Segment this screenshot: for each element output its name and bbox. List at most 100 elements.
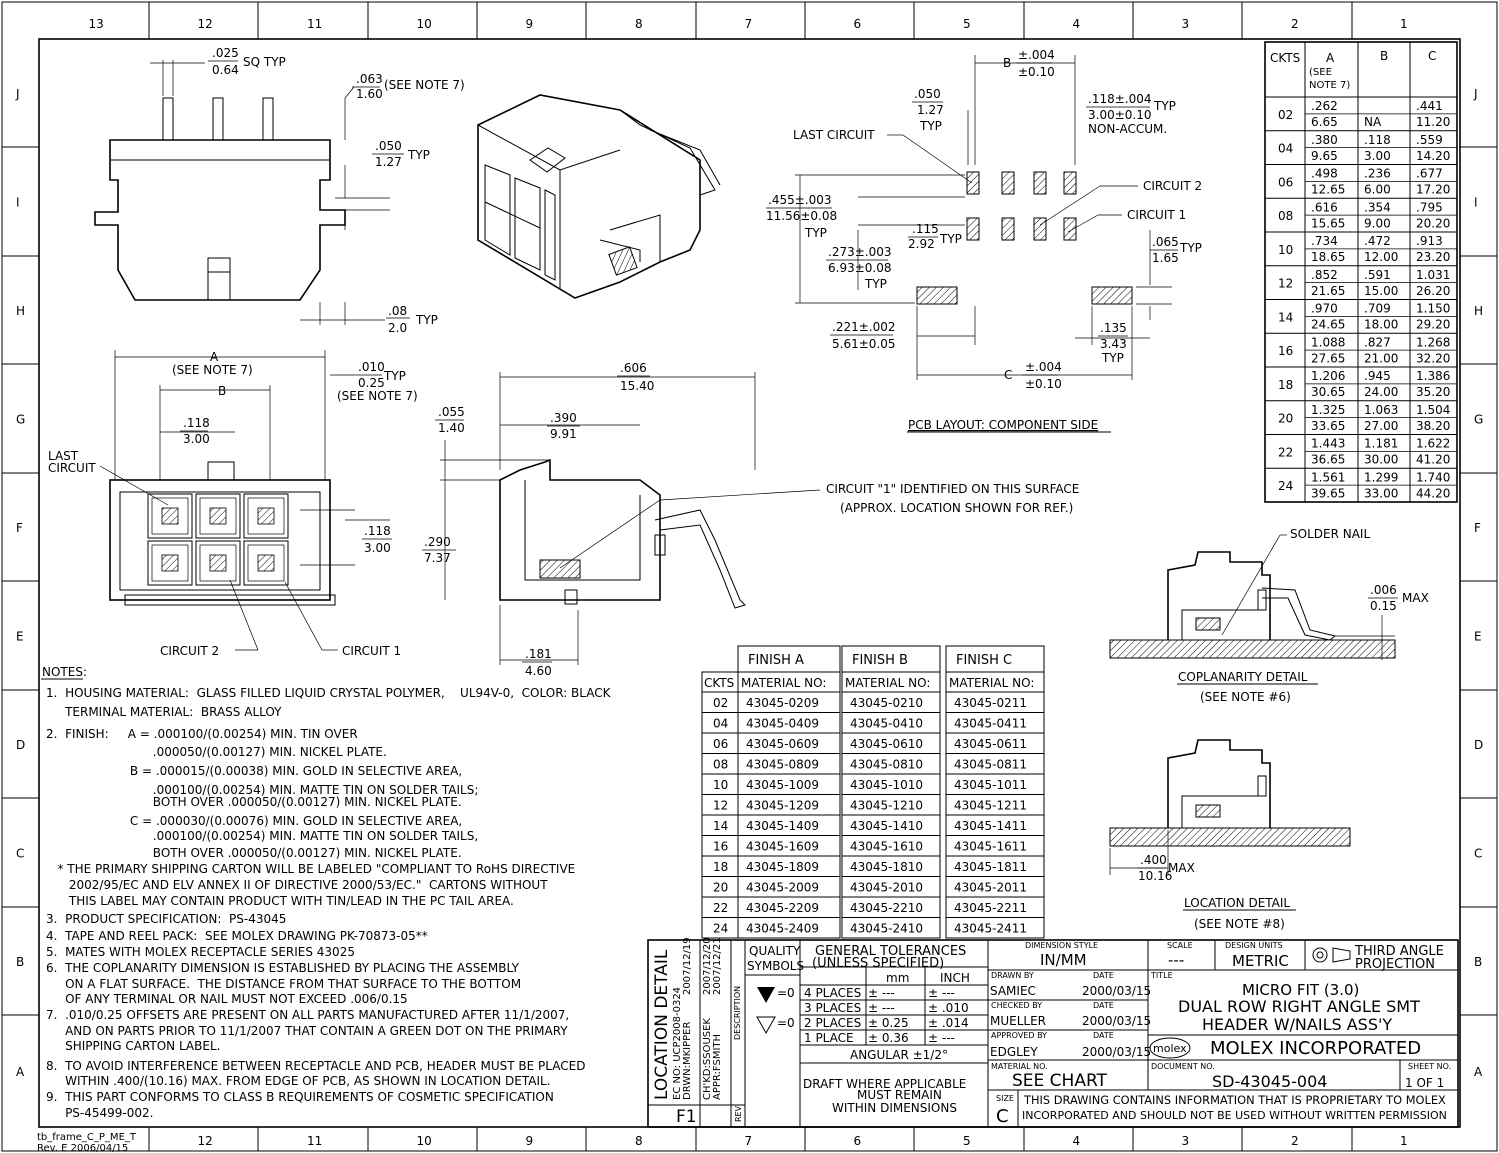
bottom-zone-6: 6 (854, 1134, 862, 1148)
dim-b-mm: 15.00 (1364, 284, 1398, 298)
top-zone-11: 11 (307, 17, 322, 31)
dim-ckts: 16 (1278, 344, 1293, 358)
iso-view (477, 94, 721, 299)
svg-text:4 PLACES: 4 PLACES (804, 986, 861, 1000)
copl-max-note: MAX (1402, 591, 1429, 605)
dim-c-in: .677 (1416, 167, 1443, 181)
tb-draft2: MUST REMAIN (857, 1088, 942, 1102)
dim-ckts: 18 (1278, 378, 1293, 392)
dim-table-header-a: A (1326, 51, 1335, 65)
note-line: OF ANY TERMINAL OR NAIL MUST NOT EXCEED … (46, 992, 408, 1006)
dim-b-mm: 6.00 (1364, 183, 1391, 197)
tb-location-detail: LOCATION DETAIL (652, 949, 672, 1100)
front-tol: .010 (358, 360, 385, 374)
tb-date-label-1: DATE (1093, 971, 1114, 980)
tail-dim: .063 (356, 72, 383, 86)
loc-dim-mm: 10.16 (1138, 869, 1172, 883)
svg-text:± ---: ± --- (868, 1001, 895, 1015)
mat-col-material: MATERIAL NO: (741, 676, 826, 690)
front-row-pitch: .118 (364, 524, 391, 538)
bottom-zone-7: 7 (745, 1134, 753, 1148)
pcb-b-tol: ±.004 (1018, 48, 1055, 62)
front-row-pitch-mm: 3.00 (364, 541, 391, 555)
top-zone-5: 5 (963, 17, 971, 31)
pcb-pad (1033, 217, 1047, 241)
tb-approved-date: 2000/03/15 (1082, 1045, 1151, 1059)
dim-table-a-note-1: (SEE (1309, 67, 1332, 78)
tb-general-tol: GENERAL TOLERANCES (815, 944, 966, 959)
section-view: .606 15.40 .390 9.91 .055 1.40 .290 7.37… (422, 361, 1079, 678)
svg-text:08: 08 (713, 758, 728, 772)
pcb-noaccum-note: NON-ACCUM. (1088, 122, 1167, 136)
bottom-zone-10: 10 (417, 1134, 432, 1148)
tb-scale: --- (1168, 951, 1184, 969)
dim-a-mm: 12.65 (1311, 183, 1345, 197)
dim-c-mm: 23.20 (1416, 250, 1450, 264)
note-line: 4. TAPE AND REEL PACK: SEE MOLEX DRAWING… (46, 929, 428, 943)
dim-c-in: .441 (1416, 99, 1443, 113)
tb-date-label-2: DATE (1093, 1001, 1114, 1010)
dim-ckts: 14 (1278, 310, 1293, 324)
svg-text:16: 16 (713, 840, 728, 854)
left-zone-D: D (16, 738, 25, 752)
copl-max-dim-mm: 0.15 (1370, 599, 1397, 613)
section-depth-mm: 9.91 (550, 427, 577, 441)
note-line: 5. MATES WITH MOLEX RECEPTACLE SERIES 43… (46, 945, 355, 959)
tb-logo: molex (1153, 1042, 1187, 1055)
pcb-title: PCB LAYOUT: COMPONENT SIDE (908, 418, 1098, 432)
dim-ckts: 04 (1278, 142, 1293, 156)
note-line: WITHIN .400/(10.16) MAX. FROM EDGE OF PC… (46, 1074, 551, 1088)
dim-c-mm: 11.20 (1416, 115, 1450, 129)
tb-checked-label: CHECKED BY (991, 1001, 1042, 1010)
right-zone-H: H (1474, 304, 1483, 318)
tb-draft3: WITHIN DIMENSIONS (832, 1101, 957, 1115)
svg-text:43045-0611: 43045-0611 (954, 737, 1027, 751)
svg-text:43045-1611: 43045-1611 (954, 840, 1027, 854)
dim-b-mm: NA (1364, 115, 1382, 129)
pcb-noaccum: .118±.004 (1088, 92, 1152, 106)
dim-a-in: .498 (1311, 167, 1338, 181)
svg-text:04: 04 (713, 717, 728, 731)
right-zone-D: D (1474, 738, 1483, 752)
svg-text:43045-1410: 43045-1410 (850, 819, 923, 833)
svg-text:43045-1210: 43045-1210 (850, 799, 923, 813)
pcb-pad (1001, 171, 1015, 195)
svg-text:18: 18 (713, 860, 728, 874)
pcb-nail-w: .135 (1100, 321, 1127, 335)
top-zone-9: 9 (526, 17, 534, 31)
tb-material-label: MATERIAL NO. (991, 1062, 1048, 1071)
pin-note: SQ TYP (243, 55, 286, 69)
pcb-pad (966, 217, 980, 241)
dim-a-in: 1.088 (1311, 335, 1345, 349)
cavity (147, 540, 193, 586)
section-circuit-note-2: (APPROX. LOCATION SHOWN FOR REF.) (840, 501, 1073, 515)
dim-a-mm: 39.65 (1311, 486, 1345, 500)
note-line: TERMINAL MATERIAL: BRASS ALLOY (46, 705, 282, 719)
dim-ckts: 22 (1278, 445, 1293, 459)
pcb-pitch-mm: 1.27 (917, 103, 944, 117)
pcb-b-label: B (1003, 56, 1011, 70)
svg-text:43045-2009: 43045-2009 (746, 881, 819, 895)
pcb-c-label: C (1004, 368, 1012, 382)
left-zone-A: A (16, 1065, 25, 1079)
tb-company: MOLEX INCORPORATED (1210, 1038, 1421, 1059)
pcb-pad-w: .065 (1152, 235, 1179, 249)
frame-rev: Rev. E 2006/04/15 (37, 1143, 128, 1153)
tb-sheet: 1 OF 1 (1405, 1076, 1444, 1090)
loc-title: LOCATION DETAIL (1184, 896, 1290, 910)
tb-chkd: CH'KD:SSOUSEK (702, 1018, 713, 1100)
front-tol-note: TYP (383, 369, 406, 383)
right-zone-G: G (1474, 413, 1483, 427)
offset-dim: .050 (375, 139, 402, 153)
pcb-b-tol-mm: ±0.10 (1018, 65, 1055, 79)
svg-text:43045-2211: 43045-2211 (954, 901, 1027, 915)
right-zone-I: I (1474, 196, 1478, 210)
copl-max-dim: .006 (1370, 583, 1397, 597)
title-block: LOCATION DETAIL EC NO: UCP2008-0324 2007… (647, 937, 1459, 1128)
